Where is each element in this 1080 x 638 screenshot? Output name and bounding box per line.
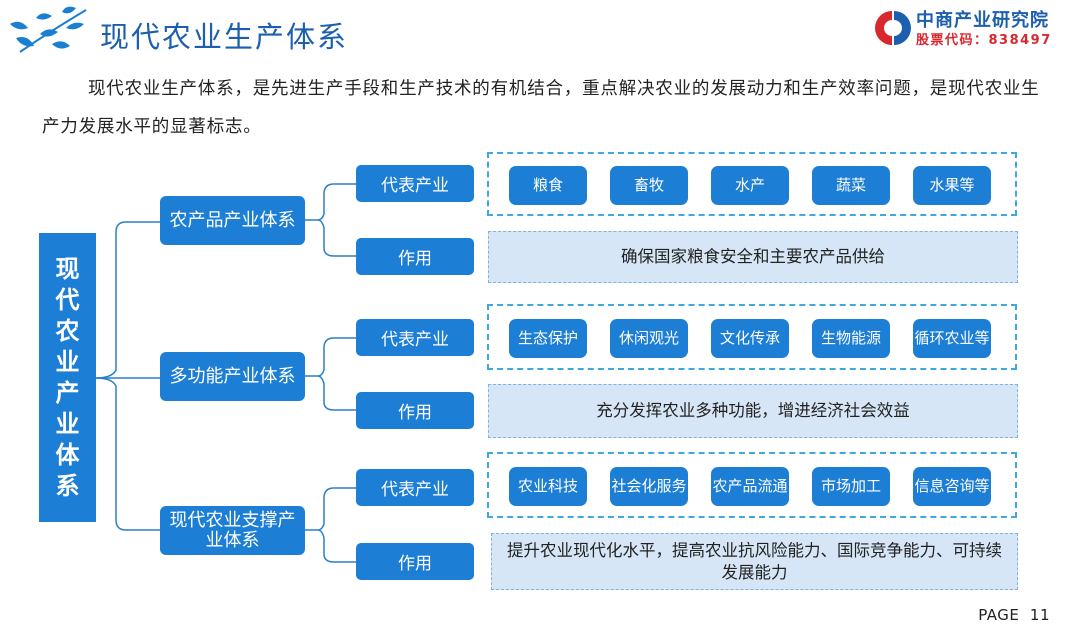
- effect-label: 作用: [356, 392, 474, 429]
- industry-pill: 循环农业等: [913, 319, 991, 358]
- category-multifunction: 多功能产业体系: [160, 352, 305, 401]
- industry-pill: 农业科技: [509, 467, 587, 506]
- effect-box: 提升农业现代化水平，提高农业抗风险能力、国际竞争能力、可持续发展能力: [491, 533, 1018, 590]
- root-label: 现代农业产业体系: [55, 254, 80, 500]
- rep-industry-label: 代表产业: [356, 165, 474, 202]
- category-label: 农产品产业体系: [169, 209, 296, 231]
- category-label: 多功能产业体系: [169, 365, 296, 387]
- category-label: 现代农业支撑产业体系: [169, 509, 296, 551]
- industry-pill: 水产: [711, 166, 789, 205]
- industry-pill: 农产品流通: [711, 467, 789, 506]
- industry-pill: 粮食: [509, 166, 587, 205]
- industry-pill: 畜牧: [610, 166, 688, 205]
- industry-box: 农业科技 社会化服务 农产品流通 市场加工 信息咨询等: [487, 452, 1017, 518]
- category-agri-products: 农产品产业体系: [160, 196, 305, 245]
- industry-pill: 休闲观光: [610, 319, 688, 358]
- page-title: 现代农业生产体系: [100, 20, 349, 54]
- rep-industry-label: 代表产业: [356, 469, 474, 506]
- industry-box: 粮食 畜牧 水产 蔬菜 水果等: [487, 152, 1017, 216]
- page-number: PAGE 11: [978, 606, 1050, 624]
- industry-pill: 生态保护: [509, 319, 587, 358]
- industry-pill: 信息咨询等: [913, 467, 991, 506]
- industry-pill: 水果等: [913, 166, 991, 205]
- industry-pill: 蔬菜: [812, 166, 890, 205]
- brand-name: 中商产业研究院: [916, 10, 1049, 31]
- industry-box: 生态保护 休闲观光 文化传承 生物能源 循环农业等: [487, 304, 1017, 370]
- brand-stock-code: 股票代码：838497: [916, 33, 1052, 48]
- effect-box: 充分发挥农业多种功能，增进经济社会效益: [488, 384, 1018, 438]
- brand-logo-icon: [875, 11, 911, 45]
- industry-pill: 文化传承: [711, 319, 789, 358]
- effect-label: 作用: [356, 238, 474, 275]
- industry-pill: 生物能源: [812, 319, 890, 358]
- industry-pill: 市场加工: [812, 467, 890, 506]
- industry-pill: 社会化服务: [610, 467, 688, 506]
- category-support: 现代农业支撑产业体系: [160, 506, 305, 555]
- rep-industry-label: 代表产业: [356, 319, 474, 356]
- intro-paragraph: 现代农业生产体系，是先进生产手段和生产技术的有机结合，重点解决农业的发展动力和生…: [42, 79, 1040, 137]
- effect-box: 确保国家粮食安全和主要农产品供给: [488, 231, 1018, 283]
- wheat-logo-icon: [10, 6, 87, 53]
- effect-label: 作用: [356, 543, 474, 580]
- root-node: 现代农业产业体系: [39, 233, 96, 522]
